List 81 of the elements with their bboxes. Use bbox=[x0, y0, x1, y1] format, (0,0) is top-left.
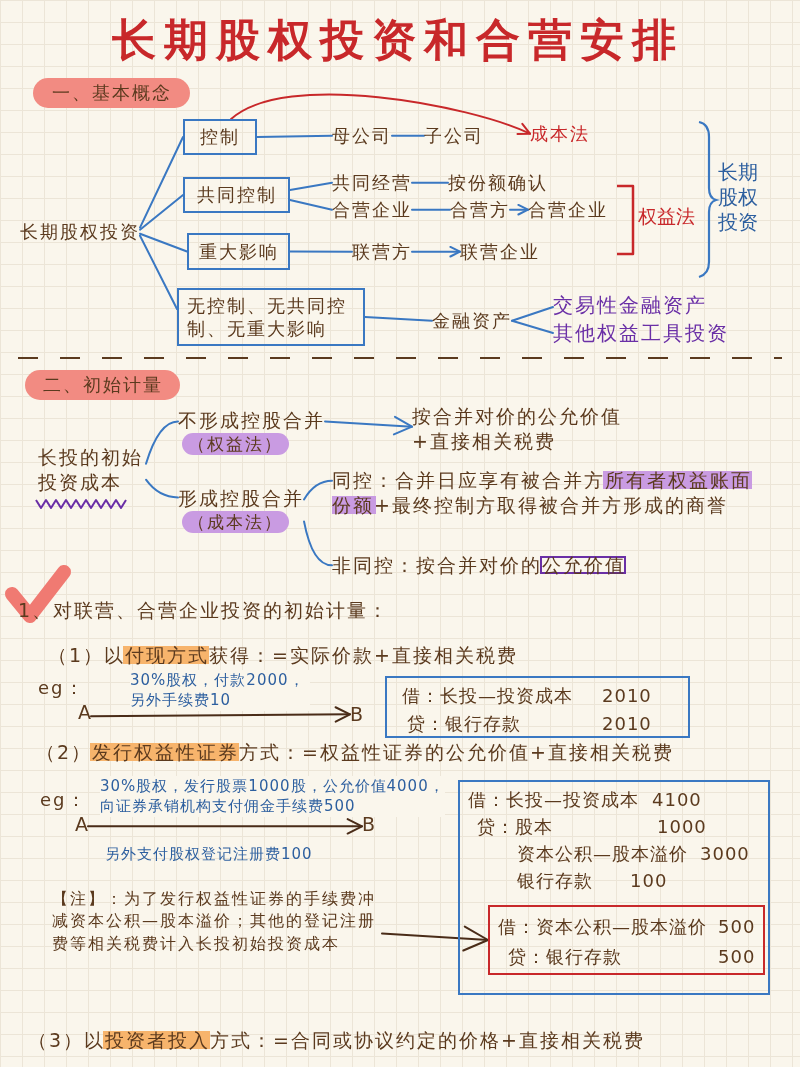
amount-text: 500 bbox=[718, 915, 756, 939]
amount-text: 2010 bbox=[602, 712, 652, 736]
term-text: 金融资产 bbox=[432, 309, 512, 333]
connector-line bbox=[139, 194, 184, 231]
entry-text: 贷：股本 bbox=[477, 815, 553, 839]
section-heading: 二、初始计量 bbox=[25, 370, 180, 400]
category-box: 共同控制 bbox=[183, 177, 290, 213]
connector-line bbox=[303, 520, 333, 567]
amount-text: 2010 bbox=[602, 684, 652, 708]
payment-note: 另外支付股权登记注册费100 bbox=[105, 845, 313, 865]
connector-line bbox=[289, 250, 353, 253]
category-box: 控制 bbox=[183, 119, 257, 155]
asset-type-text: 交易性金融资产 bbox=[553, 292, 707, 318]
connector-line bbox=[364, 316, 433, 322]
party-letter: A bbox=[75, 812, 88, 837]
connector-line bbox=[256, 134, 333, 138]
connector-line bbox=[139, 136, 184, 229]
arrow bbox=[411, 245, 461, 258]
amount-text: 4100 bbox=[652, 788, 702, 812]
arrow bbox=[509, 203, 529, 216]
connector-line bbox=[511, 319, 554, 334]
heading-text: 1、对联营、合营企业投资的初始计量： bbox=[18, 598, 390, 623]
note-text: 【注】：为了发行权益性证券的手续费冲减资本公积—股本溢价；其他的登记注册费等相关税费计入长投初始投资成本 bbox=[52, 888, 382, 956]
term-text: 母公司 bbox=[332, 124, 392, 148]
term-text: 合营方 bbox=[450, 198, 510, 222]
entry-text: 借：长投—投资成本 bbox=[468, 788, 639, 812]
entry-text: 资本公积—股本溢价 bbox=[517, 842, 688, 866]
entry-text: 贷：银行存款 bbox=[407, 712, 521, 736]
party-letter: A bbox=[78, 700, 91, 725]
connector-line bbox=[289, 181, 333, 191]
journal-entry-box bbox=[488, 905, 765, 975]
method-text: 成本法 bbox=[530, 122, 590, 146]
arrow bbox=[90, 706, 351, 723]
term-text: 合营企业 bbox=[528, 198, 608, 222]
term-text: 联营企业 bbox=[460, 240, 540, 264]
entry-text: 贷：银行存款 bbox=[508, 945, 622, 969]
connector-line bbox=[139, 234, 178, 310]
amount-text: 100 bbox=[630, 869, 668, 893]
edge-label: 30%股权，发行股票1000股，公允价值4000，向证券承销机构支付佣金手续费500 bbox=[100, 776, 445, 817]
connector-line bbox=[511, 306, 554, 322]
branch-text: 形成控股合并 bbox=[178, 486, 304, 511]
arrow bbox=[381, 925, 489, 952]
term-text: 联营方 bbox=[352, 240, 412, 264]
term-text: 共同经营 bbox=[332, 171, 412, 195]
connector-line bbox=[145, 478, 179, 499]
page-title: 长期股权投资和合营安排 bbox=[112, 14, 684, 67]
entry-text: 银行存款 bbox=[517, 869, 593, 893]
connector-line bbox=[139, 232, 188, 253]
connector-line bbox=[411, 181, 449, 184]
journal-entry-box bbox=[385, 676, 690, 738]
topic-text: 长期股权投资 bbox=[20, 220, 140, 244]
entry-text: 借：资本公积—股本溢价 bbox=[498, 915, 707, 939]
journal-entry-box bbox=[458, 780, 770, 995]
vertical-text: 长期股权投资 bbox=[718, 160, 760, 235]
amount-text: 3000 bbox=[700, 842, 750, 866]
example-label: eg： bbox=[38, 676, 85, 700]
category-box: 重大影响 bbox=[187, 233, 290, 270]
connector-line bbox=[303, 479, 333, 501]
amount-text: 1000 bbox=[657, 815, 707, 839]
entry-text: 借：长投—投资成本 bbox=[402, 684, 573, 708]
arrow bbox=[87, 818, 363, 835]
term-text: 按份额确认 bbox=[448, 171, 548, 195]
topic-text: 长投的初始投资成本 bbox=[38, 445, 146, 495]
arrow bbox=[324, 415, 413, 436]
amount-text: 500 bbox=[718, 945, 756, 969]
connector-line bbox=[145, 420, 179, 465]
term-text: 子公司 bbox=[424, 124, 484, 148]
curved-arrow bbox=[230, 93, 531, 136]
connector-line bbox=[391, 134, 425, 137]
connector-line bbox=[411, 208, 451, 211]
edge-label: 30%股权，付款2000，另外手续费10 bbox=[130, 670, 310, 711]
connector-line bbox=[289, 199, 333, 211]
example-label: eg： bbox=[40, 788, 87, 812]
method-text: 权益法 bbox=[638, 204, 695, 229]
party-letter: B bbox=[350, 702, 364, 727]
rule-text: 按合并对价的公允价值+直接相关税费 bbox=[412, 404, 627, 454]
category-box: 无控制、无共同控制、无重大影响 bbox=[177, 288, 365, 346]
section-heading: 一、基本概念 bbox=[33, 78, 190, 108]
asset-type-text: 其他权益工具投资 bbox=[553, 320, 729, 346]
branch-text: 不形成控股合并 bbox=[178, 408, 325, 433]
term-text: 合营企业 bbox=[332, 198, 412, 222]
